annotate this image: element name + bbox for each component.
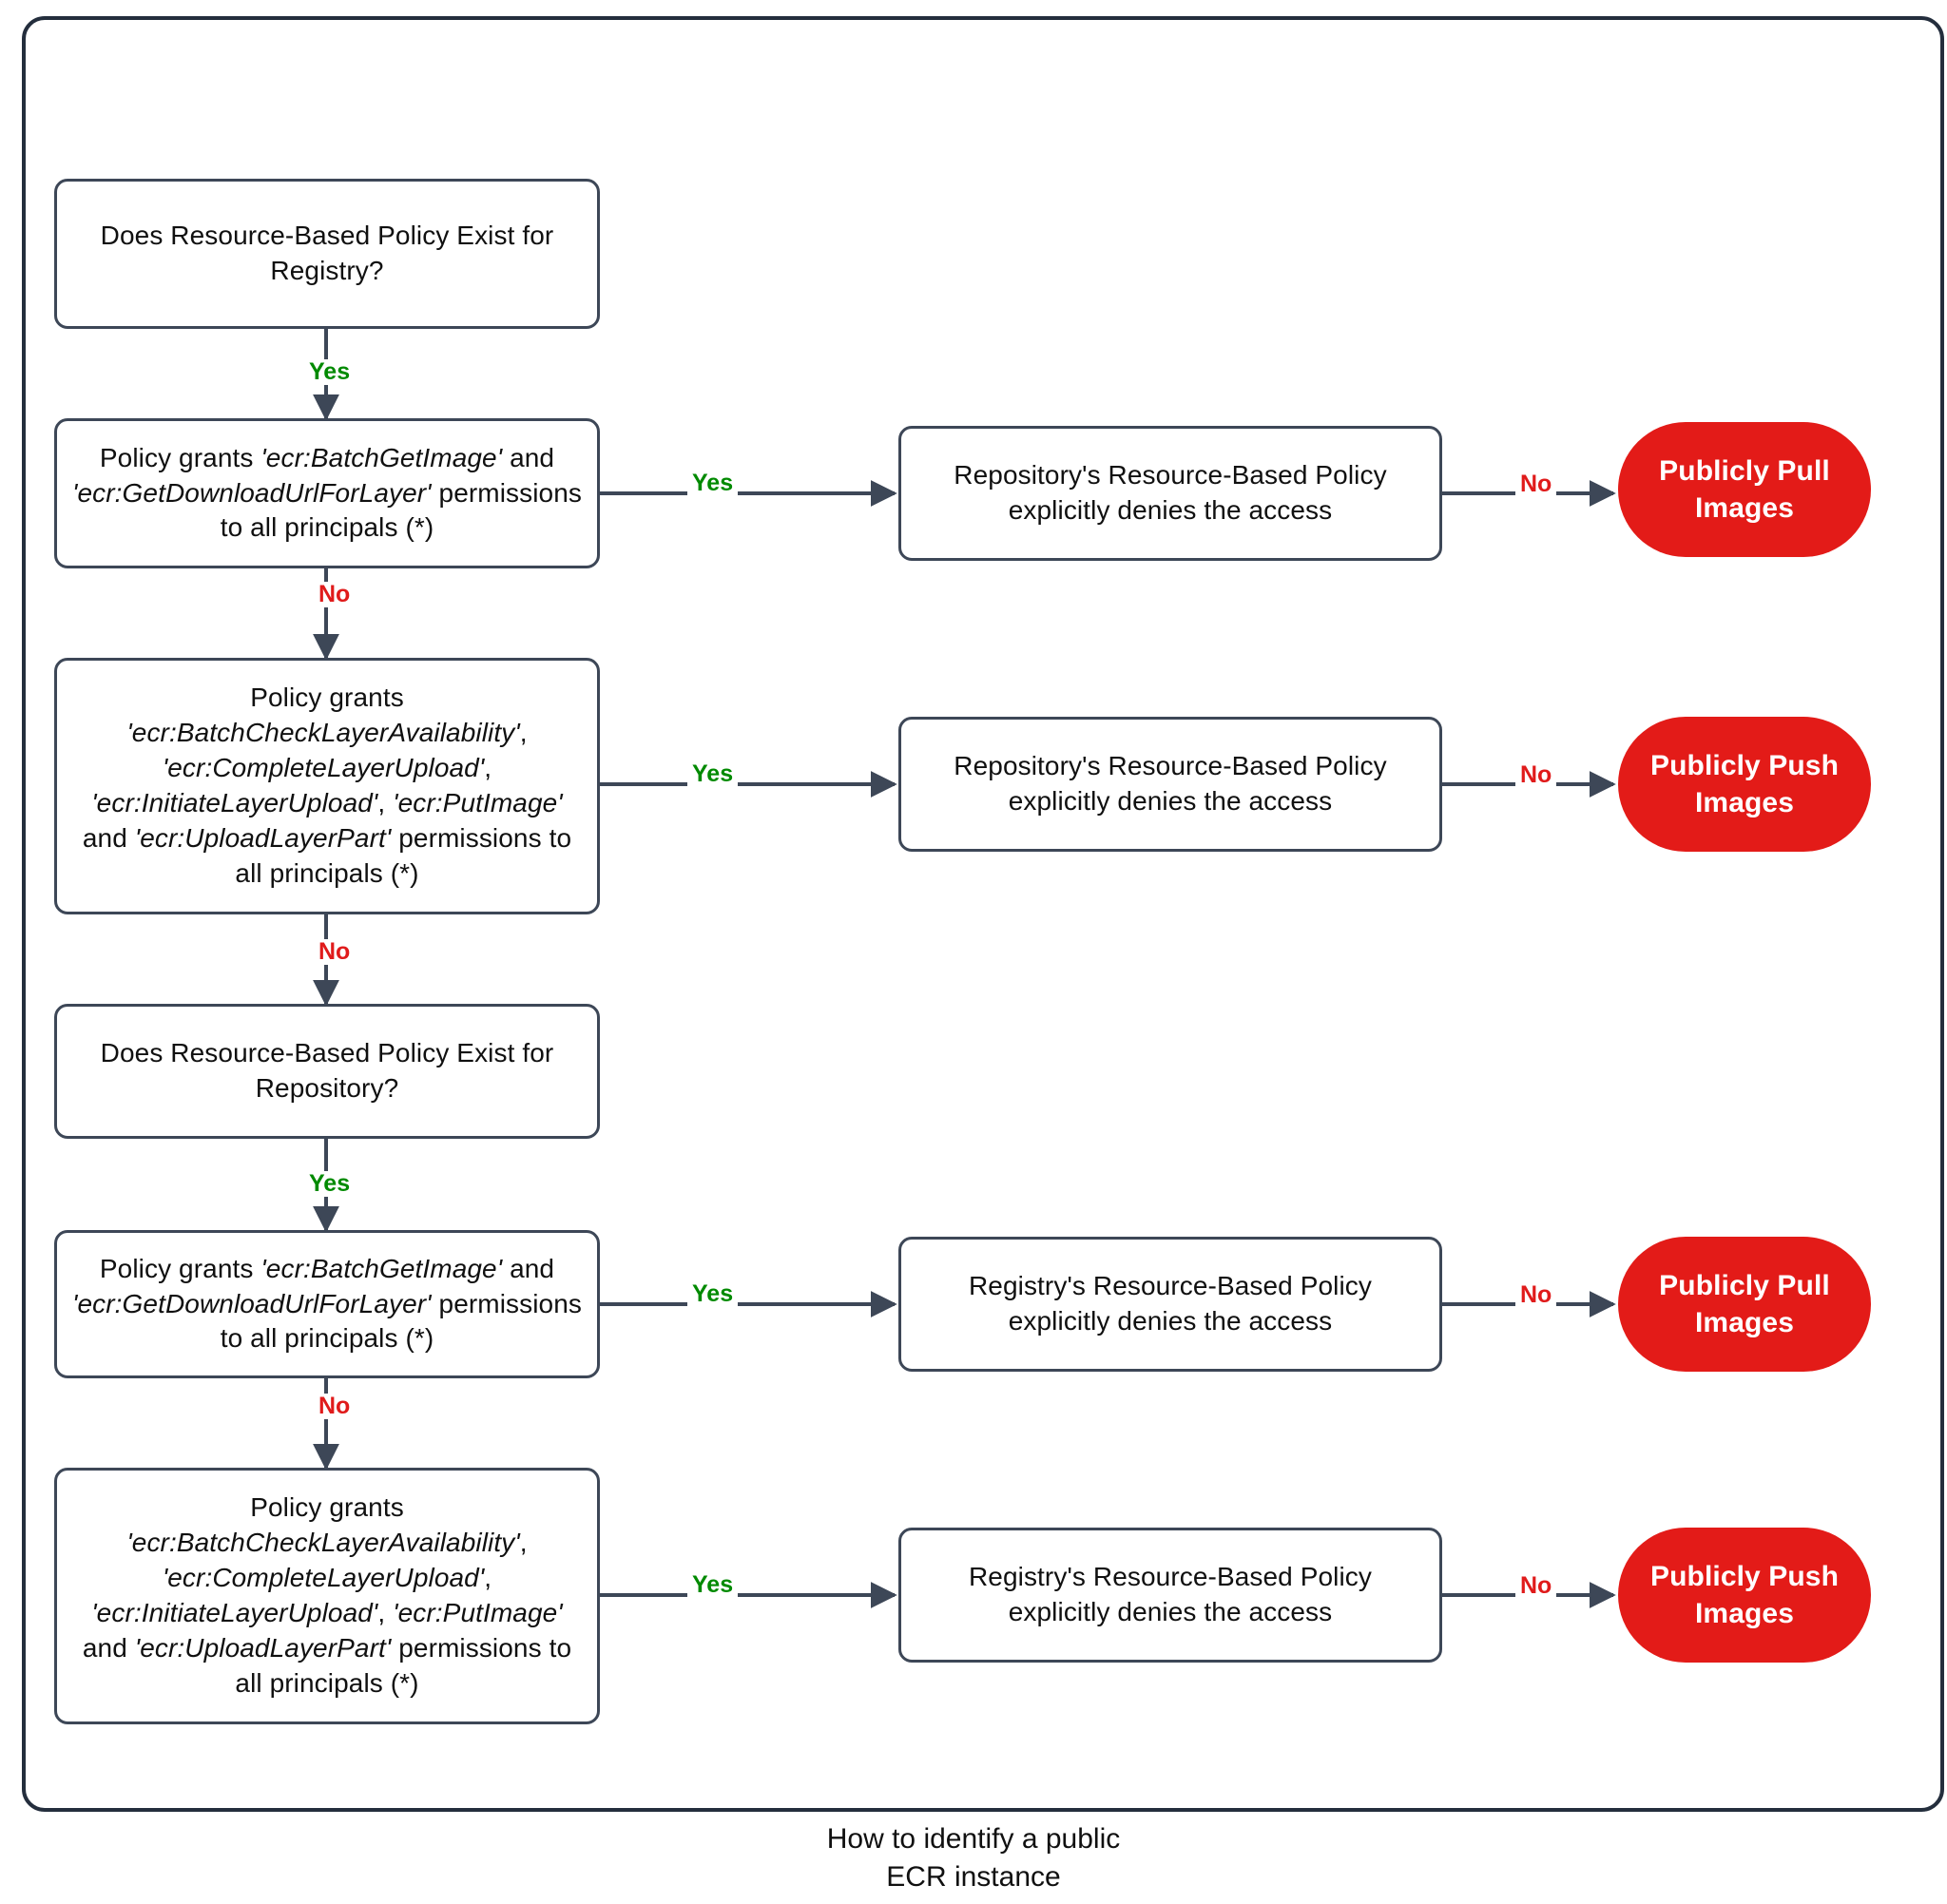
edge-label-denypull-no: No <box>1515 471 1557 497</box>
node-repository-policy-exists[interactable]: Does Resource-Based Policy Exist for Rep… <box>54 1004 600 1139</box>
node-registry-push-permissions-label: Policy grants 'ecr:BatchCheckLayerAvaila… <box>82 683 572 888</box>
edge-label-registrydenypull-no: No <box>1515 1282 1557 1308</box>
node-result-push-2-label: Publicly Push Images <box>1649 1561 1839 1629</box>
edge-label-registry-pull-no: No <box>314 582 356 607</box>
node-registry-deny-push-label: Registry's Resource-Based Policy explici… <box>968 1562 1373 1626</box>
diagram-caption: How to identify a public ECR instance <box>826 1823 1121 1893</box>
node-registry-policy-exists[interactable]: Does Resource-Based Policy Exist for Reg… <box>54 179 600 329</box>
node-repo-deny-pull-label: Repository's Resource-Based Policy expli… <box>954 460 1387 525</box>
node-registry-deny-pull[interactable]: Registry's Resource-Based Policy explici… <box>898 1237 1442 1372</box>
node-registry-pull-permissions[interactable]: Policy grants 'ecr:BatchGetImage' and 'e… <box>54 418 600 568</box>
node-result-push-1-label: Publicly Push Images <box>1649 750 1839 818</box>
node-repository-push-permissions-label: Policy grants 'ecr:BatchCheckLayerAvaila… <box>82 1492 572 1698</box>
node-registry-deny-push[interactable]: Registry's Resource-Based Policy explici… <box>898 1528 1442 1663</box>
node-result-push-1[interactable]: Publicly Push Images <box>1618 717 1871 852</box>
node-result-pull-1[interactable]: Publicly Pull Images <box>1618 422 1871 557</box>
node-registry-push-permissions[interactable]: Policy grants 'ecr:BatchCheckLayerAvaila… <box>54 658 600 914</box>
node-result-pull-2-label: Publicly Pull Images <box>1659 1270 1830 1338</box>
node-registry-policy-exists-label: Does Resource-Based Policy Exist for Reg… <box>100 221 554 285</box>
node-result-pull-2[interactable]: Publicly Pull Images <box>1618 1237 1871 1372</box>
edge-label-registrydenypush-no: No <box>1515 1573 1557 1599</box>
node-repository-pull-permissions-label: Policy grants 'ecr:BatchGetImage' and 'e… <box>72 1253 582 1354</box>
node-result-pull-1-label: Publicly Pull Images <box>1659 455 1830 524</box>
node-repo-deny-push[interactable]: Repository's Resource-Based Policy expli… <box>898 717 1442 852</box>
diagram-frame <box>22 16 1944 1812</box>
edge-label-registry-pull-yes: Yes <box>687 471 739 496</box>
edge-label-registry-exists-yes: Yes <box>304 359 356 385</box>
node-repository-pull-permissions[interactable]: Policy grants 'ecr:BatchGetImage' and 'e… <box>54 1230 600 1378</box>
node-result-push-2[interactable]: Publicly Push Images <box>1618 1528 1871 1663</box>
edge-label-repo-push-yes: Yes <box>687 1572 739 1598</box>
edge-label-repo-exists-yes: Yes <box>304 1171 356 1197</box>
edge-label-registry-push-yes: Yes <box>687 761 739 787</box>
node-repo-deny-pull[interactable]: Repository's Resource-Based Policy expli… <box>898 426 1442 561</box>
node-registry-deny-pull-label: Registry's Resource-Based Policy explici… <box>968 1271 1373 1336</box>
node-registry-pull-permissions-label: Policy grants 'ecr:BatchGetImage' and 'e… <box>72 442 582 543</box>
edge-label-denypush-no: No <box>1515 762 1557 788</box>
node-repository-push-permissions[interactable]: Policy grants 'ecr:BatchCheckLayerAvaila… <box>54 1468 600 1724</box>
edge-label-repo-pull-yes: Yes <box>687 1281 739 1307</box>
edge-label-registry-push-no: No <box>314 939 356 965</box>
edge-label-repo-pull-no: No <box>314 1394 356 1419</box>
node-repository-policy-exists-label: Does Resource-Based Policy Exist for Rep… <box>100 1038 554 1103</box>
node-repo-deny-push-label: Repository's Resource-Based Policy expli… <box>954 751 1387 816</box>
